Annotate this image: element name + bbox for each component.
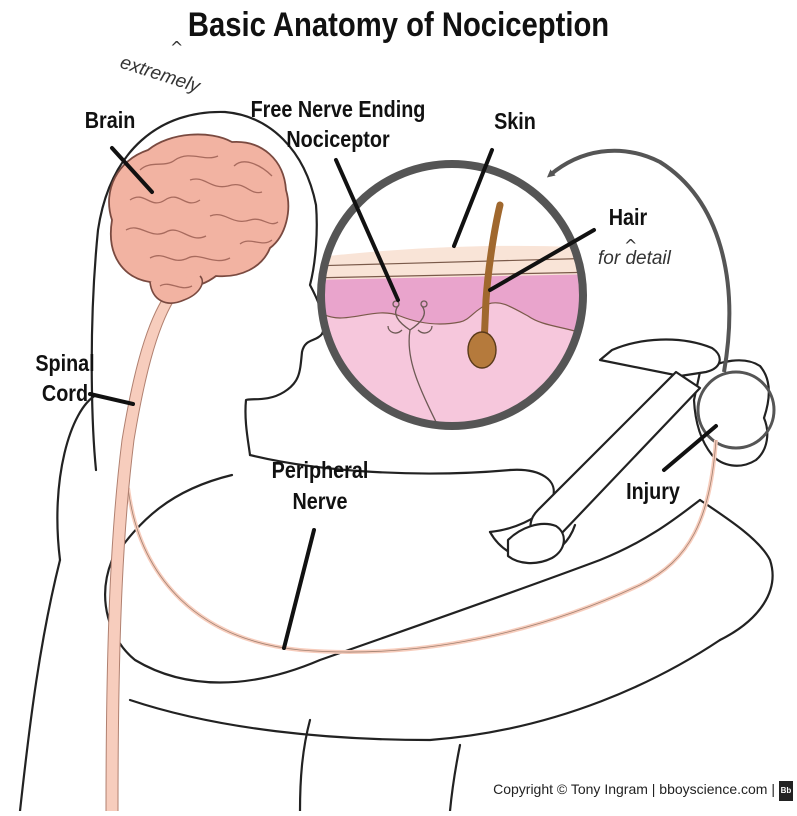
annotation-for-detail: for detail <box>598 248 671 270</box>
label-skin: Skin <box>476 108 553 135</box>
brain <box>109 134 288 303</box>
label-nociceptor: Nociceptor <box>243 126 432 153</box>
peripheral-nerve <box>128 440 716 652</box>
label-injury: Injury <box>614 478 691 505</box>
spinal-cord <box>112 300 168 811</box>
caret-mark: ^ <box>170 38 183 57</box>
copyright-notice: Copyright © Tony Ingram | bboyscience.co… <box>493 781 775 797</box>
site-logo: Bb <box>779 781 793 801</box>
label-hair: Hair <box>594 204 663 231</box>
label-peripheral: Peripheral <box>260 457 380 484</box>
label-nerve: Nerve <box>260 488 380 515</box>
label-brain: Brain <box>76 107 145 134</box>
label-free-nerve-ending: Free Nerve Ending <box>243 96 432 123</box>
label-cord: Cord <box>26 380 103 407</box>
label-spinal: Spinal <box>26 350 103 377</box>
diagram-title: Basic Anatomy of Nociception <box>56 6 741 45</box>
